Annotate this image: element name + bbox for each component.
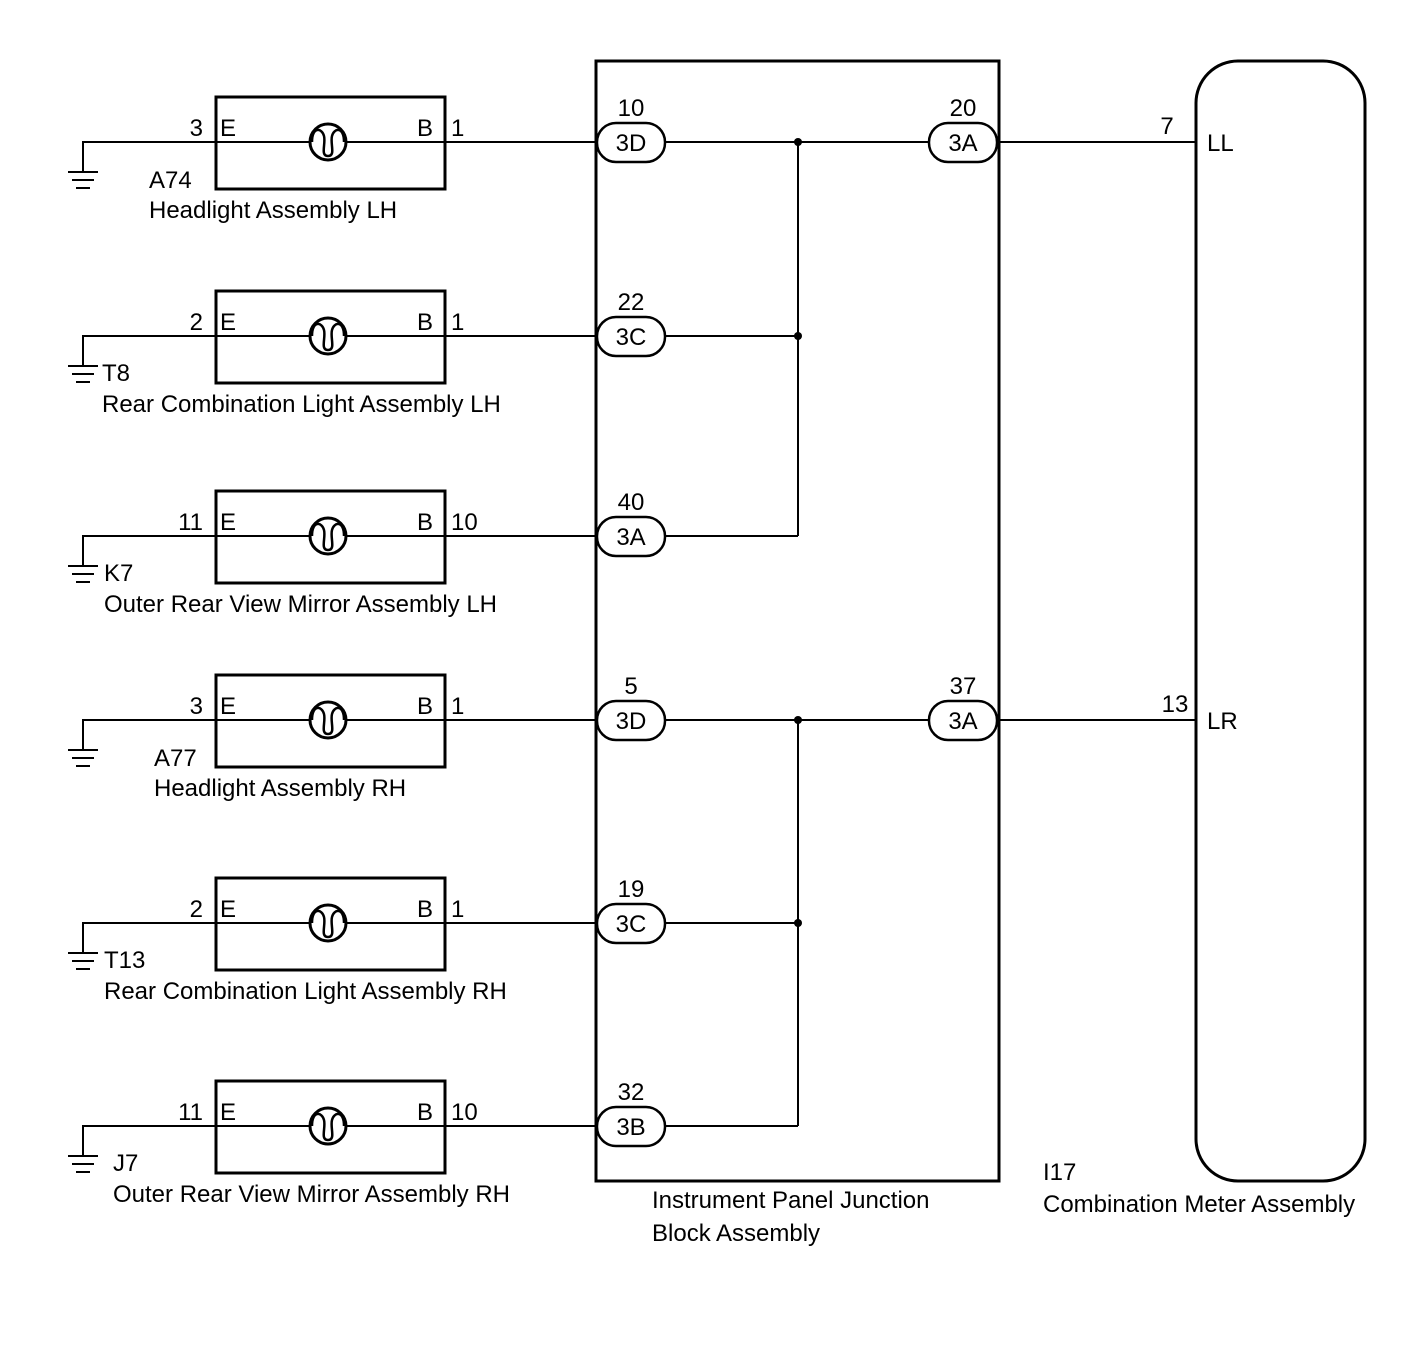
jb-output-pin: 37 bbox=[950, 673, 977, 700]
terminal-e-label: E bbox=[220, 896, 236, 923]
component-code: T8 bbox=[102, 360, 130, 387]
jb-output-conn-label: 3A bbox=[948, 708, 977, 735]
component-code: K7 bbox=[104, 560, 133, 587]
component-code: T13 bbox=[104, 947, 145, 974]
ground-wire bbox=[82, 719, 216, 750]
component-name: Rear Combination Light Assembly LH bbox=[102, 391, 501, 418]
meter-pin: 13 bbox=[1162, 691, 1189, 718]
component-name: Rear Combination Light Assembly RH bbox=[104, 978, 507, 1005]
splice-dot bbox=[794, 716, 802, 724]
jb-input-connector bbox=[595, 699, 667, 742]
junction-block-name: Instrument Panel Junction bbox=[652, 1187, 930, 1214]
b-pin-number: 1 bbox=[451, 309, 464, 336]
e-pin-number: 3 bbox=[190, 115, 203, 142]
terminal-b-label: B bbox=[417, 693, 433, 720]
splice-dot bbox=[794, 138, 802, 146]
component-name: Headlight Assembly LH bbox=[149, 197, 397, 224]
jb-input-pin: 22 bbox=[618, 289, 645, 316]
terminal-e-label: E bbox=[220, 509, 236, 536]
bulb-icon bbox=[308, 700, 348, 740]
e-pin-number: 3 bbox=[190, 693, 203, 720]
ground-icon bbox=[68, 749, 98, 767]
jb-input-pin: 5 bbox=[624, 673, 637, 700]
bulb-icon bbox=[308, 516, 348, 556]
jb-output-connector-lower: 3A 37 bbox=[927, 673, 999, 742]
jb-input-pin: 32 bbox=[618, 1079, 645, 1106]
bulb-icon bbox=[308, 1106, 348, 1146]
jb-input-conn-label: 3D bbox=[616, 130, 647, 157]
b-pin-number: 10 bbox=[451, 1099, 478, 1126]
jb-input-conn-label: 3B bbox=[616, 1114, 645, 1141]
meter-code: I17 bbox=[1043, 1159, 1076, 1186]
ground-wire bbox=[82, 1125, 216, 1156]
e-pin-number: 11 bbox=[178, 1099, 203, 1126]
ground-icon bbox=[68, 1155, 98, 1173]
e-pin-number: 2 bbox=[190, 309, 203, 336]
jb-input-conn-label: 3A bbox=[616, 524, 645, 551]
component-code: J7 bbox=[113, 1150, 138, 1177]
meter-terminal-label: LR bbox=[1207, 708, 1238, 735]
jb-input-connector bbox=[595, 121, 667, 164]
ground-wire bbox=[82, 922, 216, 953]
jb-input-pin: 40 bbox=[618, 489, 645, 516]
b-pin-number: 10 bbox=[451, 509, 478, 536]
terminal-b-label: B bbox=[417, 115, 433, 142]
jb-input-conn-label: 3D bbox=[616, 708, 647, 735]
b-pin-number: 1 bbox=[451, 115, 464, 142]
e-pin-number: 2 bbox=[190, 896, 203, 923]
terminal-b-label: B bbox=[417, 509, 433, 536]
ground-icon bbox=[68, 171, 98, 189]
terminal-e-label: E bbox=[220, 1099, 236, 1126]
bulb-icon bbox=[308, 122, 348, 162]
b-pin-number: 1 bbox=[451, 693, 464, 720]
terminal-e-label: E bbox=[220, 115, 236, 142]
meter-name: Combination Meter Assembly bbox=[1043, 1191, 1355, 1218]
bulb-icon bbox=[308, 903, 348, 943]
jb-output-conn-label: 3A bbox=[948, 130, 977, 157]
terminal-b-label: B bbox=[417, 309, 433, 336]
ground-wire bbox=[82, 335, 216, 366]
e-pin-number: 11 bbox=[178, 509, 203, 536]
component-name: Outer Rear View Mirror Assembly RH bbox=[113, 1181, 510, 1208]
b-pin-number: 1 bbox=[451, 896, 464, 923]
ground-icon bbox=[68, 365, 98, 383]
terminal-b-label: B bbox=[417, 896, 433, 923]
component-name: Outer Rear View Mirror Assembly LH bbox=[104, 591, 497, 618]
bulb-icon bbox=[308, 316, 348, 356]
junction-block-name: Block Assembly bbox=[652, 1220, 820, 1247]
jb-input-pin: 10 bbox=[618, 95, 645, 122]
combination-meter-outline bbox=[1194, 59, 1367, 1183]
meter-pin: 7 bbox=[1160, 113, 1173, 140]
jb-input-conn-label: 3C bbox=[616, 324, 647, 351]
ground-wire bbox=[82, 535, 216, 566]
jb-input-pin: 19 bbox=[618, 876, 645, 903]
component-code: A77 bbox=[154, 745, 197, 772]
ground-wire bbox=[82, 141, 216, 172]
terminal-e-label: E bbox=[220, 309, 236, 336]
component-code: A74 bbox=[149, 167, 192, 194]
ground-icon bbox=[68, 565, 98, 583]
jb-input-conn-label: 3C bbox=[616, 911, 647, 938]
jb-output-pin: 20 bbox=[950, 95, 977, 122]
jb-output-connector-upper: 3A 20 bbox=[927, 95, 999, 164]
ground-icon bbox=[68, 952, 98, 970]
terminal-b-label: B bbox=[417, 1099, 433, 1126]
component-name: Headlight Assembly RH bbox=[154, 775, 406, 802]
terminal-e-label: E bbox=[220, 693, 236, 720]
meter-terminal-label: LL bbox=[1207, 130, 1234, 157]
